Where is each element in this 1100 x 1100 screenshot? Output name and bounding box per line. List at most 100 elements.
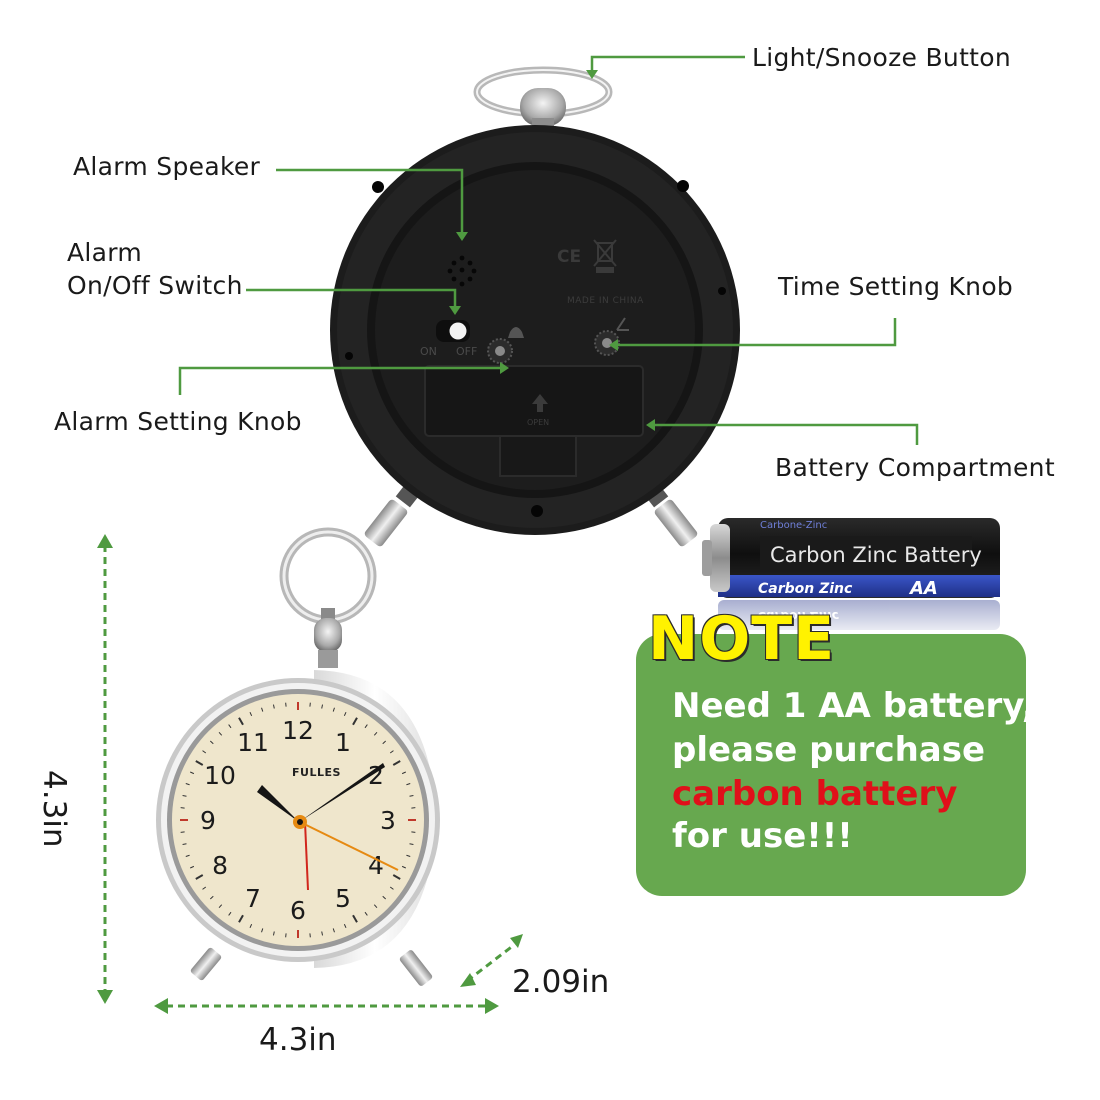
callout-arrowheads xyxy=(449,70,655,431)
made-in-label: MADE IN CHINA xyxy=(567,296,644,306)
minute-tick xyxy=(228,911,232,916)
callout-line-snooze xyxy=(590,55,745,70)
battery-compartment-door[interactable]: OPEN xyxy=(424,365,644,477)
minute-tick xyxy=(261,707,264,712)
second-hand-red xyxy=(304,821,309,891)
hour-number: 9 xyxy=(200,806,216,835)
note-line-1: Need 1 AA battery, xyxy=(672,686,1035,726)
callout-line-alarm-knob xyxy=(178,366,500,395)
minute-tick xyxy=(364,724,368,729)
minute-tick xyxy=(238,717,244,726)
note-title: NOTE xyxy=(648,604,836,674)
label-light-snooze-button: Light/Snooze Button xyxy=(752,43,1012,72)
depth-arrow xyxy=(466,943,515,983)
hour-number: 11 xyxy=(237,728,269,757)
hour-number: 5 xyxy=(335,884,351,913)
minute-tick xyxy=(409,843,414,846)
dimension-arrows xyxy=(103,545,515,1008)
minute-tick xyxy=(209,740,214,745)
minute-tick xyxy=(218,731,223,736)
clock-hands-icon xyxy=(616,317,629,331)
switch-off-label: OFF xyxy=(456,345,477,358)
minute-tick xyxy=(364,911,368,916)
battery-size: AA xyxy=(908,578,938,599)
minute-tick xyxy=(238,914,244,923)
minute-tick xyxy=(202,886,207,890)
alarm-setting-knob[interactable] xyxy=(487,338,513,364)
minute-tick xyxy=(185,783,190,786)
hour-number: 6 xyxy=(290,896,306,925)
minute-tick xyxy=(249,711,253,717)
minute-tick xyxy=(332,928,335,933)
alarm-hand xyxy=(299,821,399,871)
clock-brand: FULLES xyxy=(292,766,341,779)
callout-line-battery xyxy=(655,423,919,445)
label-alarm-switch-line2: On/Off Switch xyxy=(67,271,243,300)
minute-hand xyxy=(299,763,385,822)
minute-tick xyxy=(352,717,358,726)
minute-tick xyxy=(382,895,387,900)
minute-tick xyxy=(195,874,204,880)
hour-hand xyxy=(257,785,299,822)
minute-tick xyxy=(189,771,195,775)
minute-tick xyxy=(182,794,187,797)
minute-tick xyxy=(332,707,335,712)
width-label: 4.3in xyxy=(259,1022,337,1058)
minute-tick xyxy=(209,895,214,900)
minute-tick xyxy=(343,923,347,929)
open-label: OPEN xyxy=(527,418,549,427)
time-setting-knob[interactable] xyxy=(594,330,620,356)
dimension-arrowheads xyxy=(97,534,523,1014)
switch-on-label: ON xyxy=(420,345,437,358)
minute-tick xyxy=(373,904,378,909)
minute-tick xyxy=(389,750,394,754)
minute-tick xyxy=(249,923,253,929)
hour-number: 3 xyxy=(380,806,396,835)
minute-tick xyxy=(272,704,275,709)
minute-tick xyxy=(389,886,394,890)
minute-tick xyxy=(382,740,387,745)
bell-icon xyxy=(508,327,524,338)
hour-number: 10 xyxy=(204,761,236,790)
hour-number: 4 xyxy=(368,851,384,880)
hour-number: 7 xyxy=(245,884,261,913)
ce-mark: CE xyxy=(557,247,581,267)
minute-tick xyxy=(352,914,358,923)
minute-tick xyxy=(272,931,275,936)
minute-tick xyxy=(392,874,401,880)
minute-tick xyxy=(406,783,411,786)
front-leg-left xyxy=(190,947,222,981)
minute-tick xyxy=(392,760,401,766)
minute-tick xyxy=(406,854,411,857)
minute-tick xyxy=(401,865,407,869)
minute-tick xyxy=(401,771,407,775)
minute-ticks xyxy=(180,702,416,938)
snooze-button[interactable] xyxy=(520,88,566,126)
minute-tick xyxy=(321,704,324,709)
note-line-2: please purchase xyxy=(672,730,986,770)
callout-line-time-knob xyxy=(618,318,897,347)
minute-tick xyxy=(218,904,223,909)
clock-hands xyxy=(257,763,399,891)
label-alarm-speaker: Alarm Speaker xyxy=(73,152,261,181)
alarm-on-off-switch[interactable] xyxy=(436,320,470,342)
hour-number: 8 xyxy=(212,851,228,880)
minute-tick xyxy=(195,760,204,766)
hour-number: 12 xyxy=(282,716,314,745)
battery-type-text: Carbon Zinc xyxy=(758,581,853,597)
callout-lines xyxy=(178,55,919,445)
hour-number: 1 xyxy=(335,728,351,757)
battery-brand-top: Carbone-Zinc xyxy=(760,520,827,531)
battery-label: Carbon Zinc Battery xyxy=(770,543,982,567)
callout-line-speaker xyxy=(276,168,464,232)
depth-label: 2.09in xyxy=(512,964,610,1000)
clock-back-view: CE MADE IN CHINA ON OFF xyxy=(330,66,740,547)
minute-tick xyxy=(343,711,347,717)
minute-tick xyxy=(228,724,232,729)
note-line-3-highlight: carbon battery xyxy=(672,774,958,814)
front-leg-right xyxy=(399,950,433,986)
minute-tick xyxy=(321,931,324,936)
